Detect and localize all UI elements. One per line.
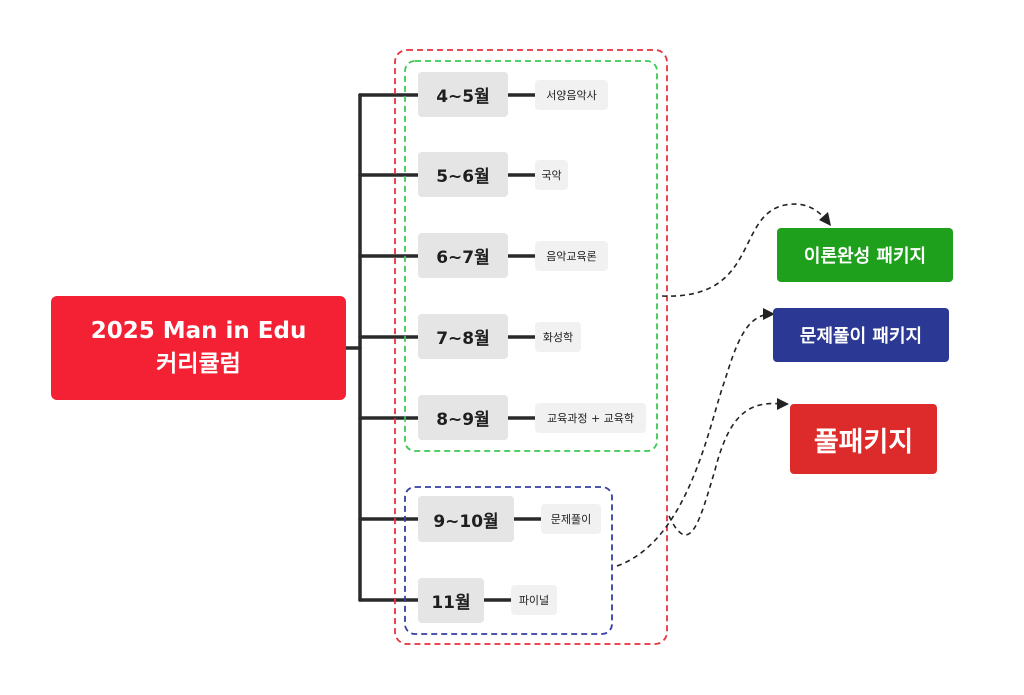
theory-frame [404, 60, 658, 452]
topic-node: 파이널 [511, 585, 557, 615]
arrowhead-icon [819, 212, 831, 226]
month-node: 6~7월 [418, 233, 508, 278]
problem-frame [404, 486, 613, 635]
outer-frame [394, 49, 668, 645]
month-node: 11월 [418, 578, 484, 623]
theory-package-arrow [661, 203, 827, 297]
theory-package-node: 이론완성 패키지 [777, 228, 953, 282]
topic-node: 문제풀이 [541, 504, 601, 534]
arrowhead-icon [763, 308, 775, 320]
topic-node: 교육과정 + 교육학 [535, 403, 646, 433]
month-node: 4~5월 [418, 72, 508, 117]
topic-node: 서양음악사 [535, 80, 608, 110]
problem-package-arrow [616, 313, 769, 567]
curriculum-root-node: 2025 Man in Edu 커리큘럼 [51, 296, 346, 400]
month-node: 9~10월 [418, 496, 514, 542]
problem-package-node: 문제풀이 패키지 [773, 308, 949, 362]
arrowhead-icon [777, 398, 789, 410]
root-subtitle: 커리큘럼 [156, 351, 241, 377]
topic-node: 국악 [535, 160, 568, 190]
topic-node: 음악교육론 [535, 241, 608, 271]
month-node: 8~9월 [418, 395, 508, 440]
month-node: 7~8월 [418, 314, 508, 359]
month-node: 5~6월 [418, 152, 508, 197]
full-package-arrow [668, 402, 783, 536]
full-package-node: 풀패키지 [790, 404, 937, 474]
root-title: 2025 Man in Edu [90, 318, 307, 344]
topic-node: 화성학 [535, 322, 581, 352]
